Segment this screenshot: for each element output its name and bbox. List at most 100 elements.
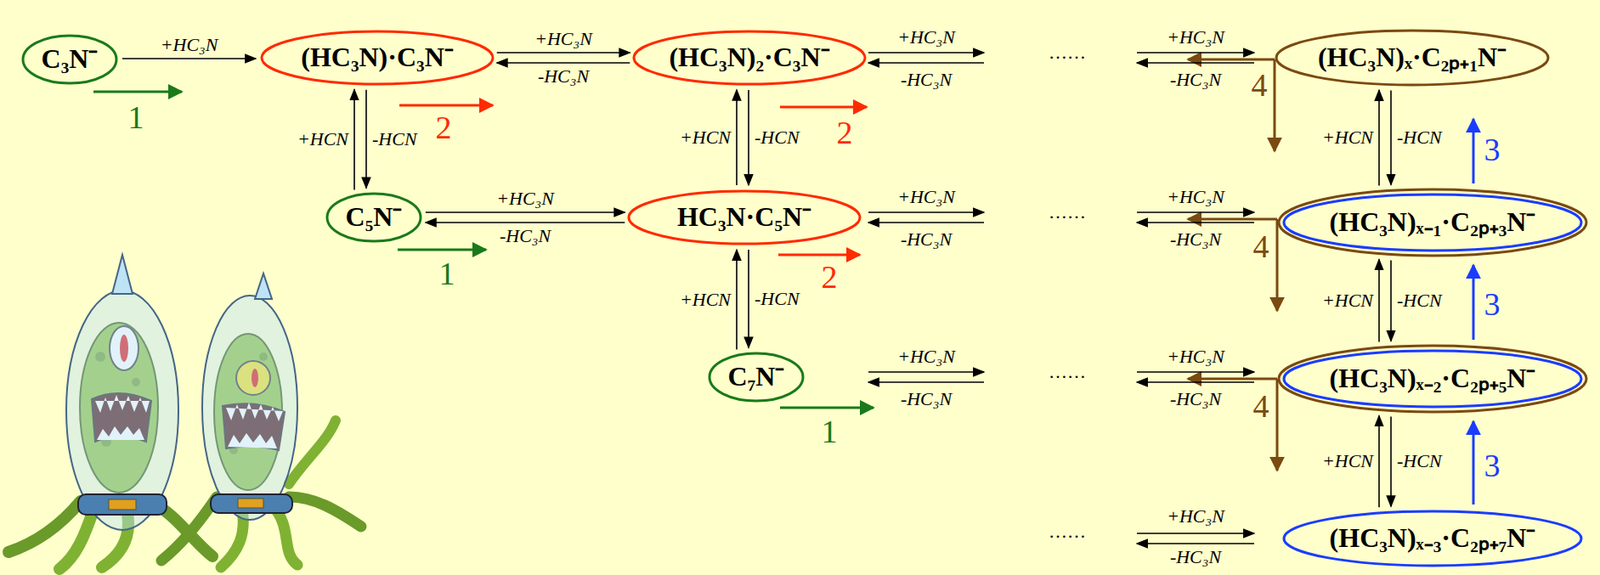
- illustration-stroke: [288, 497, 362, 527]
- reagent-label: +HCN: [678, 289, 733, 311]
- illustration-stroke: [1472, 421, 1476, 505]
- illustration-stroke: [397, 248, 487, 252]
- illustration-stroke: [8, 501, 81, 553]
- illustration-stroke: [78, 494, 167, 515]
- illustration-stroke: [1187, 378, 1278, 381]
- ion-formula: (HC₃N)ₓ₋₃·C₂ₚ₊₇N⁻: [1329, 523, 1537, 554]
- ellipse-border: [1283, 194, 1582, 251]
- reaction-arrow: [497, 51, 631, 54]
- reagent-label: -HCN: [1395, 451, 1444, 472]
- reagent-label: +HC₃N: [158, 34, 221, 56]
- illustration-stroke: [254, 273, 272, 300]
- open-ended-arrow: [868, 62, 984, 64]
- reagent-label: -HCN: [1395, 290, 1444, 311]
- reaction-arrow: [353, 89, 356, 190]
- open-ended-arrow: [868, 211, 984, 214]
- illustration-stroke: [778, 254, 860, 257]
- pathway-arrows: [93, 59, 1474, 505]
- illustration-stroke: [780, 106, 867, 109]
- illustration-stroke: [271, 505, 298, 566]
- ion-formula: C₅N⁻: [345, 202, 403, 232]
- reagent-label: +HC₃N: [1164, 186, 1227, 208]
- ellipse-border: [1278, 345, 1587, 413]
- callout-number: 4: [1253, 390, 1270, 423]
- open-ended-arrow: [1136, 211, 1255, 214]
- ion-ellipse: C₅N⁻: [325, 192, 423, 244]
- open-ended-arrows: [868, 52, 1255, 544]
- open-ended-arrow: [868, 51, 984, 54]
- illustration-stroke: [1472, 265, 1476, 340]
- reaction-arrow: [747, 90, 750, 186]
- reagent-label: -HCN: [1395, 127, 1444, 148]
- reagent-label: +HC₃N: [494, 188, 556, 210]
- ion-ellipse: C₃N⁻: [21, 33, 119, 85]
- open-ended-arrow: [868, 371, 984, 374]
- callout-number: 4: [1253, 230, 1270, 263]
- reaction-arrow: [122, 57, 256, 60]
- ion-ellipse: (HC₃N)ₓ₋₃·C₂ₚ₊₇N⁻: [1282, 509, 1584, 568]
- reagent-label: +HC₃N: [1164, 346, 1227, 368]
- open-ended-arrow: [1136, 381, 1255, 384]
- open-ended-arrow: [1136, 221, 1255, 224]
- illustration-stroke: [59, 509, 94, 570]
- reagent-label: +HC₃N: [532, 28, 594, 50]
- ellipse-border: [633, 31, 866, 85]
- illustration-stroke: [202, 295, 298, 521]
- illustration-stroke: [1273, 59, 1277, 152]
- ellipse-border: [327, 193, 421, 242]
- open-ended-arrow: [868, 381, 984, 384]
- illustration-stroke: [780, 407, 874, 410]
- ion-formula: (HC₃N)ₓ₋₂·C₂ₚ₊₅N⁻: [1329, 363, 1537, 394]
- illustration-stroke: [237, 498, 264, 509]
- illustration-stroke: [1187, 58, 1275, 62]
- illustration-stroke: [1276, 378, 1279, 471]
- ion-ellipse: HC₃N·C₅N⁻: [627, 189, 862, 246]
- reagent-label: -HC₃N: [1168, 229, 1223, 250]
- illustration-stroke: [1187, 218, 1278, 221]
- reagent-label: -HCN: [370, 129, 419, 150]
- illustration-stroke: [66, 290, 179, 531]
- reaction-arrow: [1390, 90, 1392, 186]
- ion-formula: (HC₃N)ₓ₋₁·C₂ₚ₊₃N⁻: [1329, 207, 1537, 238]
- illustration-stroke: [161, 497, 217, 561]
- ellipse-border: [1276, 30, 1549, 85]
- callout-number: 2: [435, 111, 453, 144]
- ion-formula: (HC₃N)ₓ·C₂ₚ₊₁N⁻: [1317, 42, 1507, 73]
- illustration-stroke: [1472, 118, 1476, 184]
- callout-number: 2: [836, 116, 854, 149]
- reagent-label: +HC₃N: [1164, 27, 1227, 48]
- reagent-label: -HC₃N: [1168, 389, 1223, 410]
- ion-ellipse: (HC₃N)₂·C₃N⁻: [632, 29, 867, 86]
- callout-number: 2: [821, 260, 838, 294]
- illustration-stroke: [399, 104, 493, 108]
- reagent-label: +HCN: [295, 129, 351, 150]
- open-ended-arrow: [1136, 51, 1255, 54]
- reaction-arrow: [735, 249, 738, 351]
- reagent-label: +HCN: [1320, 451, 1375, 472]
- reaction-arrow: [497, 62, 631, 64]
- alien-right: [161, 273, 362, 568]
- ellipsis-mark: ……: [1048, 43, 1086, 63]
- ellipse-border: [628, 191, 860, 244]
- reaction-arrow: [1378, 90, 1380, 187]
- illustration-stroke: [1276, 219, 1279, 311]
- ellipse-border: [709, 353, 803, 402]
- ion-formula: C₃N⁻: [41, 44, 99, 74]
- reagent-label: +HCN: [1320, 127, 1375, 148]
- reagent-label: -HC₃N: [898, 69, 954, 91]
- reaction-arrow: [1390, 260, 1392, 342]
- callout-number: 1: [128, 101, 145, 134]
- reagent-label: -HC₃N: [1168, 69, 1223, 91]
- callout-number: 3: [1484, 133, 1501, 166]
- illustration-stroke: [108, 499, 136, 510]
- reaction-arrow: [365, 90, 368, 189]
- open-ended-arrow: [1136, 371, 1255, 374]
- reaction-arrow: [747, 249, 750, 348]
- ion-formula: (HC₃N)·C₃N⁻: [300, 42, 454, 73]
- open-ended-arrow: [1136, 62, 1255, 64]
- ion-ellipse: C₇N⁻: [707, 351, 805, 403]
- ion-formula: HC₃N·C₅N⁻: [677, 202, 812, 232]
- ion-formula: (HC₃N)₂·C₃N⁻: [668, 42, 830, 73]
- reagent-label: +HC₃N: [1164, 506, 1227, 527]
